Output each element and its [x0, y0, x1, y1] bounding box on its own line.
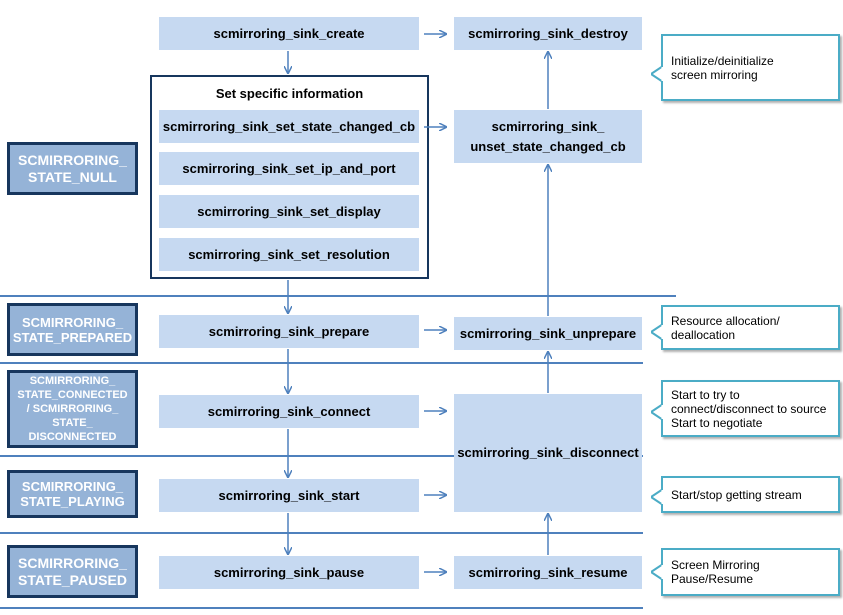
state-label: STATE_PLAYING — [20, 494, 125, 509]
state-label: SCMIRRORING_ — [29, 375, 116, 387]
note-text: Pause/Resume — [671, 572, 754, 586]
note-text: Initialize/deinitialize — [671, 53, 774, 68]
state-label: STATE_ — [52, 417, 93, 429]
fn-disconnect: scmirroring_sink_disconnect — [454, 394, 642, 512]
state-null: SCMIRRORING_STATE_NULL — [7, 142, 138, 195]
fn-label: scmirroring_sink_ — [491, 118, 605, 134]
fn-set-state-changed-cb: scmirroring_sink_set_state_changed_cb — [159, 110, 419, 143]
separator-line — [0, 295, 676, 297]
fn-start: scmirroring_sink_start — [159, 479, 419, 512]
note-text: Screen Mirroring — [671, 558, 760, 572]
fn-set-resolution: scmirroring_sink_set_resolution — [159, 238, 419, 271]
state-label: SCMIRRORING_ — [18, 554, 127, 571]
fn-resume: scmirroring_sink_resume — [454, 556, 642, 589]
fn-prepare: scmirroring_sink_prepare — [159, 315, 419, 348]
state-connected-disconnected: SCMIRRORING_ STATE_CONNECTED / SCMIRRORI… — [7, 370, 138, 448]
fn-connect: scmirroring_sink_connect — [159, 395, 419, 428]
callout-pointer-icon — [651, 564, 663, 580]
state-prepared: SCMIRRORING_STATE_PREPARED — [7, 303, 138, 356]
note-text: Start to negotiate — [671, 415, 763, 430]
fn-unprepare: scmirroring_sink_unprepare — [454, 317, 642, 350]
state-label: STATE_CONNECTED — [17, 389, 128, 401]
separator-line — [0, 455, 643, 457]
fn-set-display: scmirroring_sink_set_display — [159, 195, 419, 228]
note-stream: Start/stop getting stream — [651, 476, 840, 513]
callout-pointer-icon — [651, 324, 663, 340]
note-text: Resource allocation/ — [671, 313, 780, 328]
state-label: SCMIRRORING_ — [21, 479, 124, 494]
note-text: connect/disconnect to source — [671, 401, 827, 416]
state-label: / SCMIRRORING_ — [26, 403, 119, 415]
note-text: Start to try to — [671, 387, 740, 402]
state-label: SCMIRRORING_ — [21, 314, 124, 330]
state-label: SCMIRRORING_ — [18, 151, 127, 168]
fn-pause: scmirroring_sink_pause — [159, 556, 419, 589]
separator-line — [0, 362, 643, 364]
note-text: Start/stop getting stream — [671, 487, 802, 502]
fn-label: unset_state_changed_cb — [470, 138, 626, 154]
fn-set-ip-and-port: scmirroring_sink_set_ip_and_port — [159, 152, 419, 185]
state-label: DISCONNECTED — [28, 431, 117, 443]
separator-line — [0, 532, 643, 534]
state-playing: SCMIRRORING_STATE_PLAYING — [7, 470, 138, 518]
state-label: STATE_PAUSED — [18, 571, 127, 588]
callout-pointer-icon — [651, 404, 663, 420]
state-paused: SCMIRRORING_STATE_PAUSED — [7, 545, 138, 598]
separator-line — [0, 607, 643, 609]
note-resource: Resource allocation/ deallocation — [651, 305, 840, 350]
state-label: STATE_PREPARED — [12, 329, 133, 345]
group-title: Set specific information — [215, 86, 364, 101]
note-init: Initialize/deinitialize screen mirroring — [651, 34, 840, 101]
note-text: deallocation — [671, 327, 736, 342]
note-connect: Start to try to connect/disconnect to so… — [651, 380, 840, 437]
fn-unset-state-changed-cb: scmirroring_sink_ unset_state_changed_cb — [454, 110, 642, 163]
note-text: screen mirroring — [671, 67, 758, 82]
fn-destroy: scmirroring_sink_destroy — [454, 17, 642, 50]
note-pause: Screen Mirroring Pause/Resume — [651, 548, 840, 596]
callout-pointer-icon — [651, 489, 663, 505]
callout-pointer-icon — [651, 66, 663, 82]
fn-create: scmirroring_sink_create — [159, 17, 419, 50]
state-label: STATE_NULL — [28, 168, 117, 185]
